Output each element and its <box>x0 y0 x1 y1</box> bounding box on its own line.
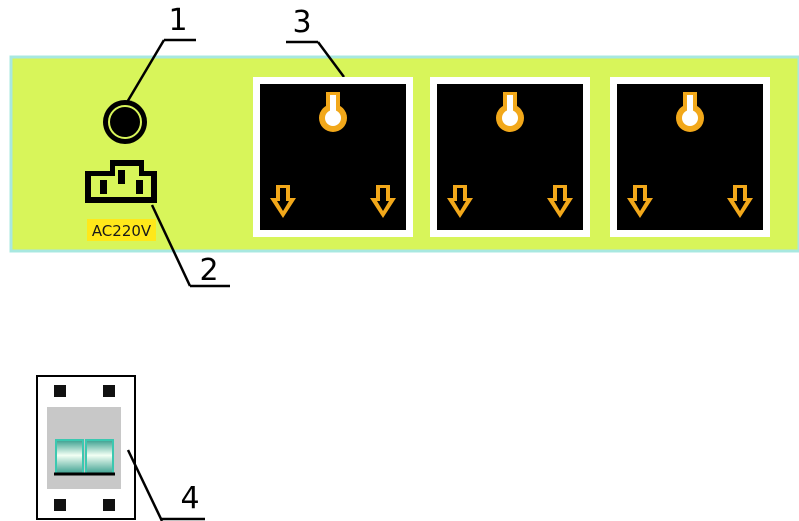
earth-pin-icon <box>496 92 524 132</box>
breaker-mount-hole <box>103 499 115 511</box>
callout-label-4: 4 <box>180 481 199 516</box>
pin-arrow-icon <box>727 185 753 218</box>
callout-label-1: 1 <box>168 3 187 38</box>
callout-2: 2 <box>150 204 230 288</box>
breaker-mount-hole <box>103 385 115 397</box>
callout-label-2: 2 <box>199 253 218 288</box>
breaker-mount-hole <box>54 499 66 511</box>
callout-4: 4 <box>126 449 205 521</box>
pin-arrow-icon <box>547 185 573 218</box>
outlet-3 <box>610 77 770 237</box>
power-inlet-icon <box>85 160 157 203</box>
earth-pin-icon <box>676 92 704 132</box>
breaker-toggle-switch <box>54 439 115 476</box>
pin-arrow-icon <box>370 185 396 218</box>
outlet-1 <box>253 77 413 237</box>
breaker-mount-hole <box>54 385 66 397</box>
pin-arrow-icon <box>447 185 473 218</box>
callout-3: 3 <box>286 5 346 78</box>
outlet-2 <box>430 77 590 237</box>
outlet-group <box>253 77 770 237</box>
svg-text:AC220V: AC220V <box>92 222 152 240</box>
pin-arrow-icon <box>270 185 296 218</box>
circuit-breaker <box>36 375 136 520</box>
pin-arrow-icon <box>627 185 653 218</box>
ac-voltage-label: AC220V <box>87 219 156 241</box>
callout-1: 1 <box>124 3 196 105</box>
earth-pin-icon <box>319 92 347 132</box>
power-switch-icon <box>103 100 147 144</box>
callout-label-3: 3 <box>292 5 311 40</box>
